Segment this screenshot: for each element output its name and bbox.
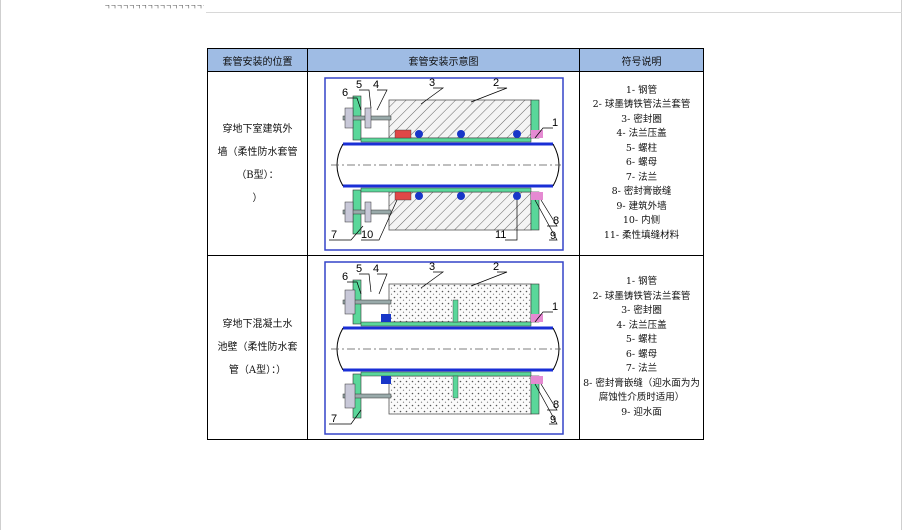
nut-bottom xyxy=(344,201,353,222)
putty-top xyxy=(530,313,543,322)
legend-item: 11- 柔性填缝材料 xyxy=(603,229,680,241)
sleeve-bottom xyxy=(360,371,531,376)
legend-item: 7- 法兰 xyxy=(625,363,658,374)
callout-11: 11 xyxy=(495,229,506,241)
wall-top xyxy=(388,283,531,322)
putty-top xyxy=(530,129,543,138)
seal-ring-top xyxy=(394,129,411,138)
legend-item: 3- 密封圈 xyxy=(621,305,662,316)
bolt-bottom xyxy=(342,393,391,398)
callout-1: 1 xyxy=(552,301,558,313)
nut-bottom-2 xyxy=(364,201,371,222)
position-line: （B型）： xyxy=(236,169,279,181)
column-header-position: 套管安装的位置 xyxy=(207,48,308,72)
callout-9: 9 xyxy=(550,230,556,242)
sleeve-top xyxy=(360,321,531,326)
legend-cell: 1- 钢管 2- 球墨铸铁管法兰套管 3- 密封圈 4- 法兰压盖 5- 螺柱 … xyxy=(579,71,704,256)
callout-6: 6 xyxy=(342,271,348,283)
callout-3: 3 xyxy=(429,261,435,273)
steel-pipe xyxy=(342,326,553,371)
legend-item: 4- 法兰压盖 xyxy=(616,319,667,331)
callout-4: 4 xyxy=(373,79,379,91)
callout-2: 2 xyxy=(493,77,499,89)
callout-7: 7 xyxy=(331,413,337,425)
column-header-diagram: 套管安装示意图 xyxy=(307,48,580,72)
callout-9: 9 xyxy=(550,414,556,426)
legend-item: 6- 螺母 xyxy=(625,348,658,360)
legend-item: 2- 球墨铸铁管法兰套管 xyxy=(592,99,691,111)
seal-blob xyxy=(456,191,465,200)
install-position-cell: 穿地下室建筑外 墙（柔性防水套管 （B型）： ） xyxy=(207,71,308,256)
position-line: 管（A型）：） xyxy=(228,365,287,376)
anchor-fin-bottom xyxy=(452,375,458,398)
page-header-text: ㄱㄱㄱㄱㄱㄱㄱㄱㄱㄱㄱㄱㄱㄱㄱㄱㄱ xyxy=(104,4,204,11)
seal-blob xyxy=(456,129,465,138)
diagram-cell: 5 4 6 3 2 1 7 10 11 8 9 xyxy=(307,71,580,256)
legend-item: 7- 法兰 xyxy=(625,171,658,183)
position-line: 墙（柔性防水套管 xyxy=(217,146,298,158)
position-line: 穿地下混凝土水 xyxy=(222,319,293,330)
callout-1: 1 xyxy=(552,117,558,129)
callout-3: 3 xyxy=(429,77,435,89)
table-row: 穿地下室建筑外 墙（柔性防水套管 （B型）： ） xyxy=(207,71,704,256)
position-line: 穿地下室建筑外 xyxy=(222,123,293,135)
wall-bottom xyxy=(388,375,531,414)
sleeve-bottom xyxy=(360,187,531,192)
legend-item: 1- 钢管 xyxy=(625,84,658,96)
legend-item: 5- 螺柱 xyxy=(625,334,658,345)
putty-bottom xyxy=(530,375,543,384)
callout-8: 8 xyxy=(553,215,559,227)
position-line: 池壁（柔性防水套 xyxy=(217,342,298,353)
legend-cell: 1- 钢管 2- 球墨铸铁管法兰套管 3- 密封圈 4- 法兰压盖 5- 螺柱 … xyxy=(579,255,704,440)
legend-item: 8- 密封膏嵌缝 xyxy=(611,186,672,198)
callout-10: 10 xyxy=(361,229,373,241)
anchor-fin-top xyxy=(452,299,458,322)
legend-item: 8- 密封膏嵌缝（迎水面为为腐蚀性介质时适用） xyxy=(583,377,700,404)
install-position-cell: 穿地下混凝土水 池壁（柔性防水套 管（A型）：） xyxy=(207,255,308,440)
sleeve-diagram-type-a: 5 4 6 3 2 1 7 8 9 xyxy=(323,261,564,435)
seal-ring-bottom xyxy=(394,191,411,200)
nut-bottom xyxy=(344,383,355,408)
callout-8: 8 xyxy=(553,399,559,411)
header-rule xyxy=(206,12,902,13)
callout-7: 7 xyxy=(331,229,337,241)
steel-pipe xyxy=(342,142,553,187)
seal-ring-bottom xyxy=(380,375,391,384)
nut-top xyxy=(344,289,355,314)
sleeve-diagram-type-b: 5 4 6 3 2 1 7 10 11 8 9 xyxy=(323,77,564,251)
seal-blob xyxy=(414,191,423,200)
seal-blob xyxy=(512,191,521,200)
page-edge-left xyxy=(0,0,1,530)
seal-ring-top xyxy=(380,313,391,322)
callout-5: 5 xyxy=(356,263,362,275)
legend-item: 1- 钢管 xyxy=(625,276,658,287)
column-header-legend: 符号说明 xyxy=(579,48,704,72)
seal-blob xyxy=(414,129,423,138)
legend-item: 5- 螺柱 xyxy=(625,142,658,154)
legend-item: 4- 法兰压盖 xyxy=(616,128,667,140)
diagram-cell: 5 4 6 3 2 1 7 8 9 xyxy=(307,255,580,440)
legend-item: 2- 球墨铸铁管法兰套管 xyxy=(592,290,691,302)
callout-5: 5 xyxy=(356,79,362,91)
position-line: ） xyxy=(252,192,263,204)
sleeve-installation-table: 套管安装的位置 套管安装示意图 符号说明 穿地下室建筑外 墙（柔性防水套管 （B… xyxy=(207,48,704,440)
putty-bottom xyxy=(530,191,543,200)
legend-item: 6- 螺母 xyxy=(625,157,658,169)
callout-2: 2 xyxy=(493,261,499,273)
table-header-row: 套管安装的位置 套管安装示意图 符号说明 xyxy=(207,48,704,72)
nut-top-2 xyxy=(364,107,371,128)
sleeve-top xyxy=(360,137,531,142)
bolt-top xyxy=(342,299,391,304)
legend-item: 9- 迎水面 xyxy=(621,406,662,418)
legend-item: 9- 建筑外墙 xyxy=(616,200,667,212)
seal-blob xyxy=(512,129,521,138)
legend-item: 3- 密封圈 xyxy=(621,113,662,125)
table-row: 穿地下混凝土水 池壁（柔性防水套 管（A型）：） xyxy=(207,255,704,440)
callout-4: 4 xyxy=(373,263,379,275)
legend-item: 10- 内侧 xyxy=(622,215,661,227)
callout-6: 6 xyxy=(342,87,348,99)
nut-top xyxy=(344,107,353,128)
